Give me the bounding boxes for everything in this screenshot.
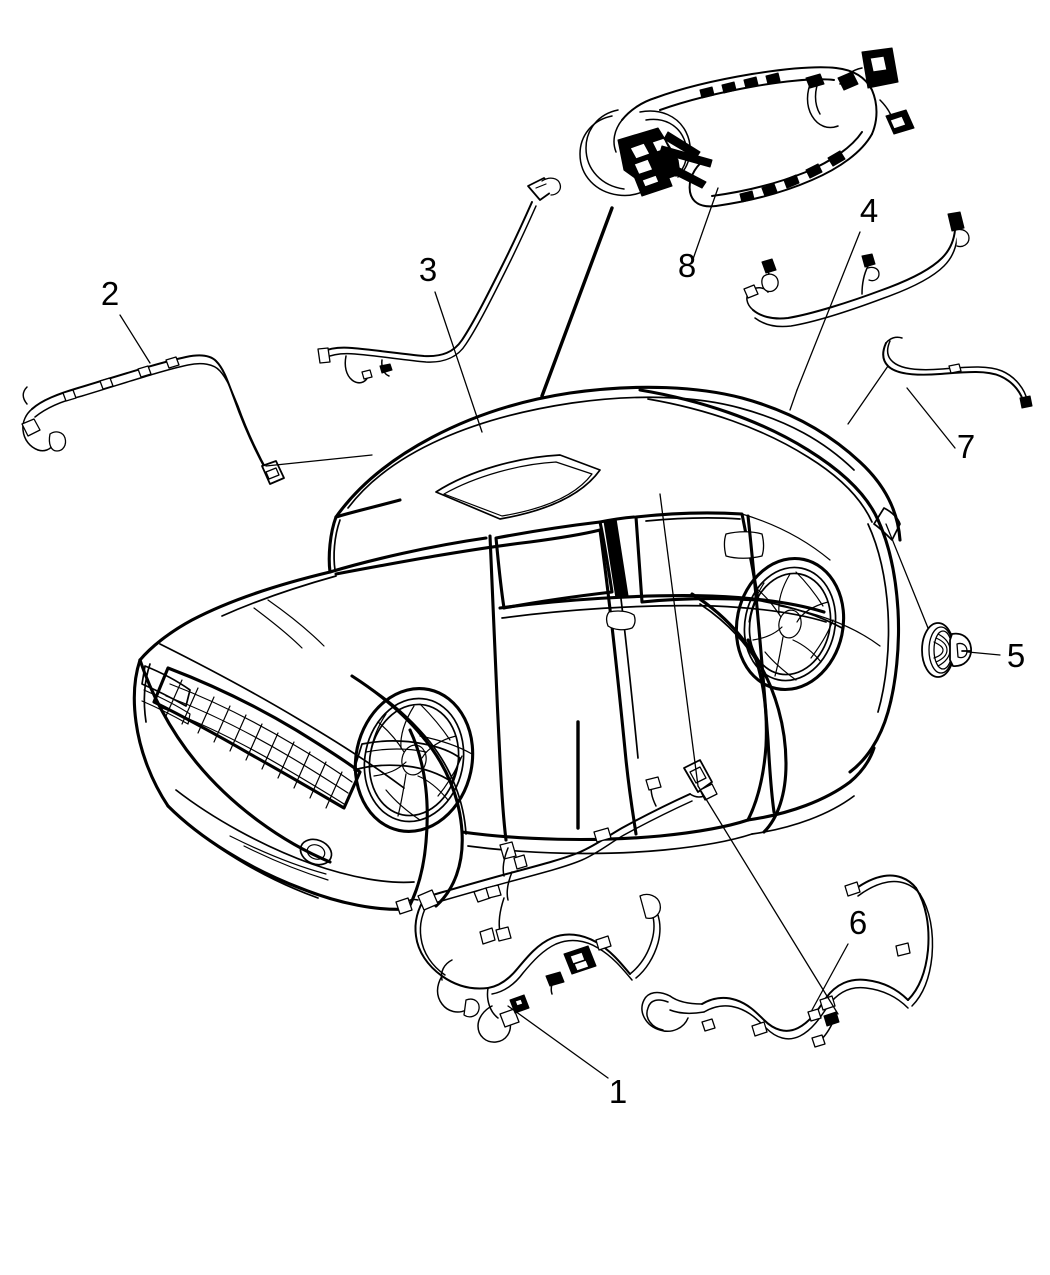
callout-3[interactable]: 3 — [419, 251, 437, 288]
leader-1 — [507, 1005, 609, 1079]
leader-lines — [119, 187, 1001, 1079]
leader-5-to-body — [885, 523, 929, 629]
harness-2-roof-rail — [21, 354, 285, 485]
callout-2[interactable]: 2 — [101, 275, 119, 312]
leader-6 — [811, 943, 849, 1011]
grille-bands — [161, 683, 353, 805]
callout-6[interactable]: 6 — [849, 904, 867, 941]
harness-8-overhead-console — [579, 47, 915, 208]
callout-numbers: 1 2 3 4 5 6 7 8 — [101, 192, 1025, 1110]
leader-5 — [967, 651, 1001, 656]
leader-3 — [434, 291, 483, 433]
harness-1-body-floor — [395, 759, 718, 1043]
harness-8-tape-bands — [739, 150, 846, 203]
callout-5[interactable]: 5 — [1007, 637, 1025, 674]
harness-7-antenna-cable — [882, 336, 1033, 409]
leader-7 — [906, 387, 956, 449]
harness-3-headliner — [317, 177, 562, 384]
leader-2 — [119, 314, 151, 364]
harness-4-liftgate — [743, 211, 970, 328]
leader-8 — [691, 187, 719, 263]
leader-4 — [796, 231, 861, 391]
callout-8[interactable]: 8 — [678, 247, 696, 284]
front-wheel-spokes — [369, 703, 463, 821]
leader-6-to-body-2 — [659, 493, 699, 787]
leader-7-to-body — [847, 365, 889, 425]
leader-8-to-body — [540, 206, 614, 398]
callout-7[interactable]: 7 — [957, 428, 975, 465]
rear-wheel-spokes — [748, 571, 834, 681]
leader-2-to-body — [265, 454, 373, 467]
rear-wheel — [734, 556, 846, 692]
harness-6-rear-bumper — [641, 874, 934, 1048]
front-wheel — [353, 686, 475, 834]
leader-4-ext — [789, 389, 798, 411]
callout-4[interactable]: 4 — [860, 192, 878, 229]
harness-8-tape-bands-upper — [699, 72, 781, 99]
vehicle-body — [132, 385, 902, 911]
component-5-siren-speaker — [921, 622, 972, 678]
callout-1[interactable]: 1 — [609, 1073, 627, 1110]
leader-6-to-body — [697, 785, 839, 1015]
